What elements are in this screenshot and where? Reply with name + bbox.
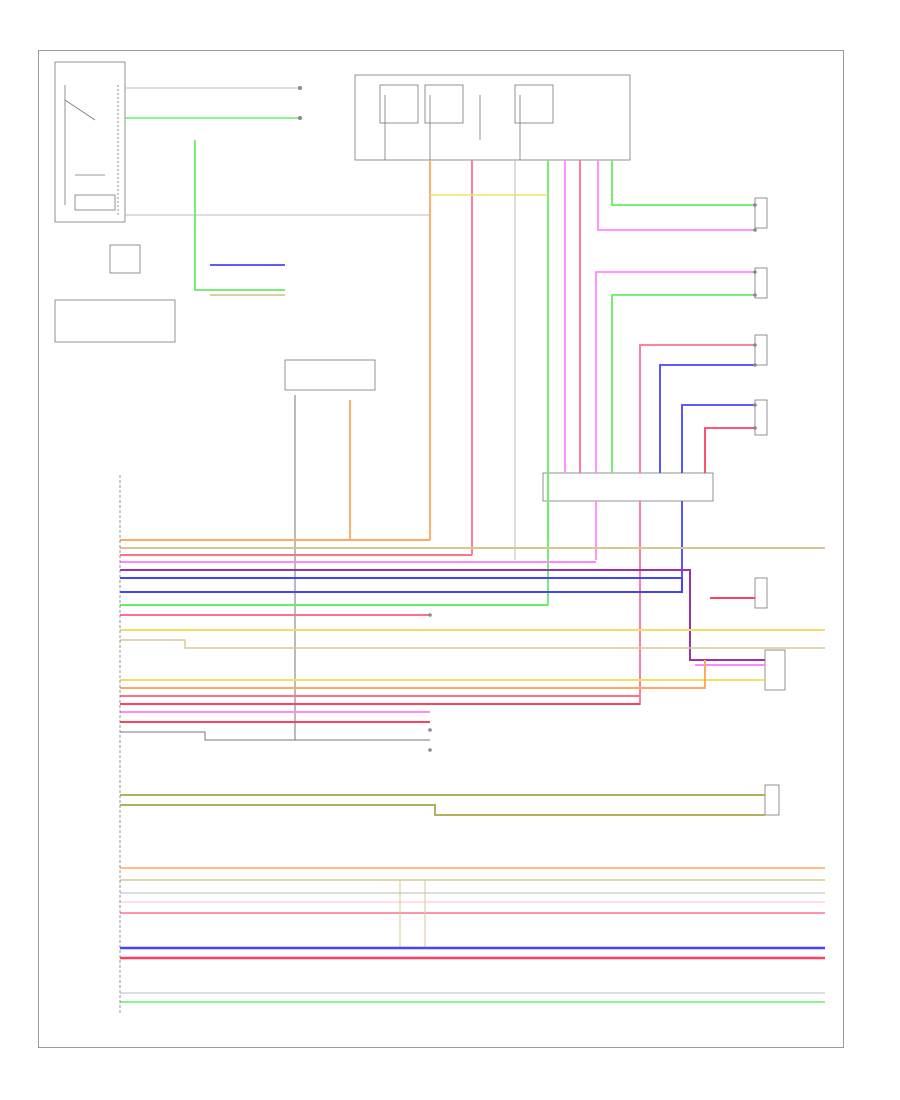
middle-bus-wires — [120, 660, 765, 741]
left-component-box — [54, 299, 176, 343]
relay-box — [284, 359, 376, 391]
diagram-frame — [38, 50, 844, 1048]
switch-assembly — [54, 61, 126, 223]
vertical-wires — [194, 140, 755, 740]
main-bus-wires — [120, 539, 825, 666]
connector-pins — [298, 86, 757, 752]
right-connector — [542, 472, 714, 502]
right-components — [754, 197, 786, 816]
lower-bus-wires — [120, 794, 825, 1003]
top-wires — [125, 87, 548, 216]
top-module — [354, 74, 631, 161]
left-antenna-box — [109, 244, 141, 274]
